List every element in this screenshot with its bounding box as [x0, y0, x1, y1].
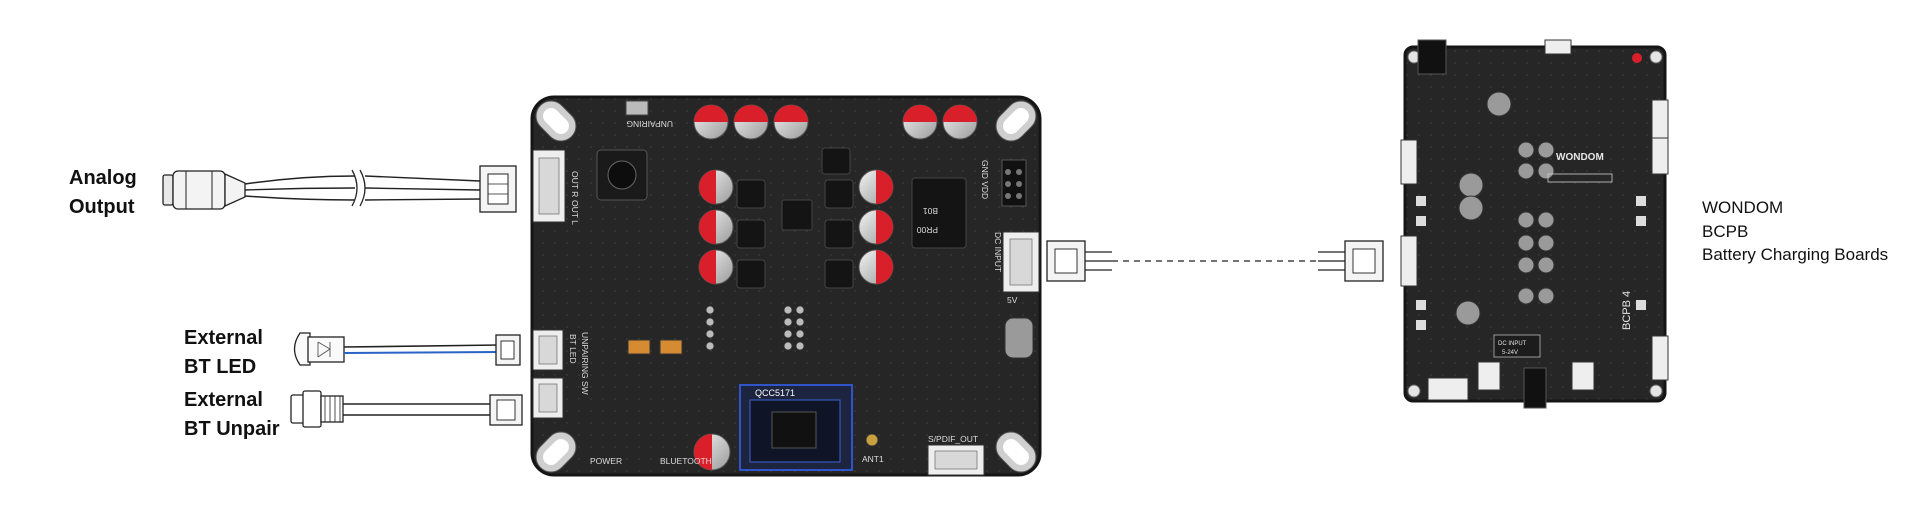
silk-out-l: OUT L: [570, 200, 580, 225]
capacitors-left: [698, 169, 734, 285]
silk-b01: B01: [923, 206, 938, 216]
dc-jack: [1417, 39, 1447, 75]
spdif-connector: [927, 444, 985, 476]
dc-input-connector: [1002, 231, 1040, 293]
header-pins: [705, 305, 805, 351]
usb-c-port: [1004, 317, 1034, 359]
jst-plug-icon: [1046, 240, 1112, 282]
board-link: [1046, 240, 1384, 282]
status-led: [1632, 53, 1642, 63]
bcpb-pads: [1416, 196, 1646, 330]
svg-text:DC INPUT: DC INPUT: [1498, 341, 1527, 347]
inductors: [736, 147, 967, 289]
silk-5v: 5V: [1007, 295, 1018, 305]
gnd-vdd-header: [1001, 159, 1027, 207]
antenna: [865, 433, 879, 447]
out-connector: [532, 149, 566, 223]
orange-component: [659, 339, 683, 355]
rca-plug-icon: [162, 170, 246, 210]
bt-unpair-cable: [290, 390, 523, 428]
bcpb-connectors: [1400, 39, 1669, 401]
silk-pr00: PR00: [916, 225, 938, 235]
silk-out-r: OUT R: [570, 171, 580, 197]
analog-output-cable: [162, 165, 517, 213]
capacitors-top: [693, 104, 978, 140]
unpair-sw-connector: [532, 377, 564, 419]
jst-plug-icon: [479, 165, 517, 213]
silk-spdif: S/PDIF_OUT: [928, 434, 978, 444]
bt-led-cable: [293, 332, 521, 366]
bcpb-model-label: BCPB 4: [1621, 291, 1633, 330]
jst-plug-icon: [1318, 240, 1384, 282]
silk-unpairing: UNPAIRING: [626, 119, 673, 129]
silk-ant1: ANT1: [862, 454, 884, 464]
orange-component: [627, 339, 651, 355]
svg-text:WONDOM: WONDOM: [1556, 152, 1604, 163]
bcpb-components: [1455, 91, 1555, 326]
silk-dc-input: DC INPUT: [993, 232, 1003, 272]
svg-text:5-24V: 5-24V: [1502, 350, 1518, 356]
svg-text:QCC5171: QCC5171: [755, 388, 795, 398]
wondom-logo: WONDOM: [1547, 152, 1613, 183]
qcc5171-module: QCC5171: [739, 384, 853, 471]
tact-switch: [596, 149, 648, 201]
dc-jack: [1523, 367, 1547, 409]
silk-bt-led: BT LED: [568, 334, 578, 364]
charging-board: WONDOM DC INPUT 5-24V BCPB 4: [1400, 39, 1669, 409]
main-amplifier-board: QCC5171 UNPAIRING OUT R OUT L BT LED UNP…: [530, 95, 1042, 477]
silk-gnd-vdd: GND VDD: [980, 160, 990, 199]
silk-bluetooth: BLUETOOTH: [660, 456, 712, 466]
bt-led-connector: [532, 329, 564, 371]
small-switch: [625, 100, 649, 116]
mounting-holes: [535, 100, 1037, 473]
silk-unpairing-sw: UNPAIRING SW: [580, 332, 590, 395]
led-icon: [293, 332, 345, 366]
silk-power: POWER: [590, 456, 622, 466]
capacitor-bottom: [693, 433, 731, 471]
push-button-icon: [290, 390, 344, 428]
capacitors-right: [858, 169, 894, 285]
dc-input-label: DC INPUT 5-24V: [1493, 334, 1541, 358]
